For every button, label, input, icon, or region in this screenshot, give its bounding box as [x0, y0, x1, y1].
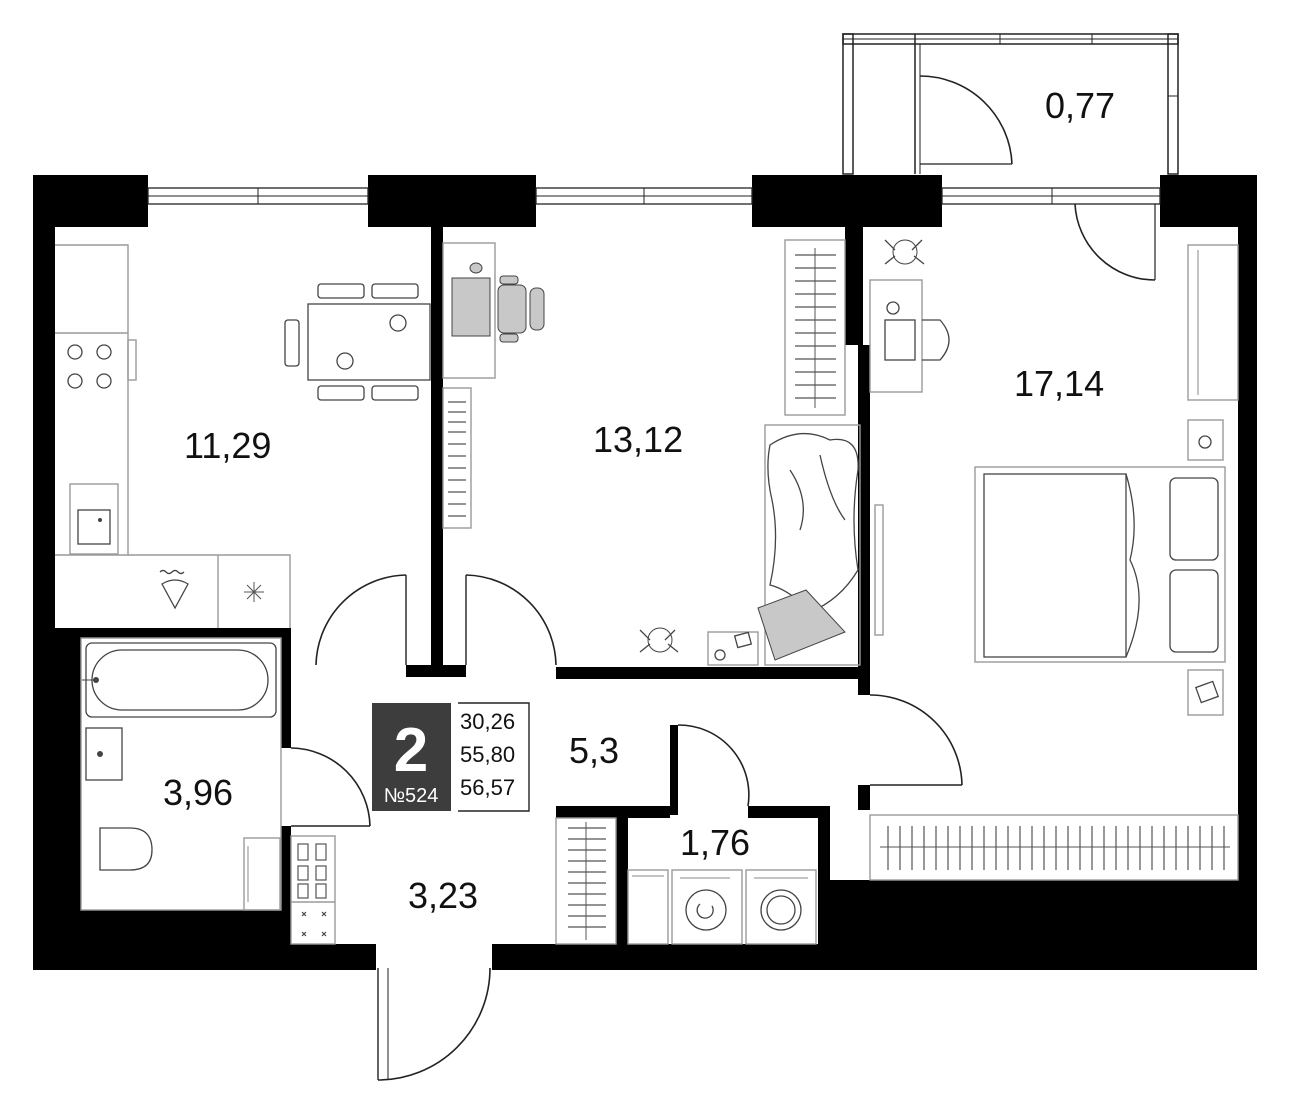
area-bathroom: 3,96: [163, 772, 233, 813]
bedroom-large-furniture: [869, 239, 1239, 881]
area-entrance: 3,23: [408, 875, 478, 916]
room-labels: 11,29 13,12 17,14 0,77 5,3 3,96 3,23 1,7…: [163, 85, 1115, 916]
area-balcony: 0,77: [1045, 85, 1115, 126]
badge-background: [372, 703, 451, 811]
plant-icon: [884, 239, 925, 265]
total-area-with-balcony: 56,57: [460, 775, 515, 800]
dining-table: [284, 283, 431, 401]
kitchen-furniture: [55, 244, 431, 628]
area-laundry: 1,76: [680, 822, 750, 863]
area-kitchen: 11,29: [184, 425, 271, 466]
area-hall: 5,3: [569, 730, 619, 771]
walls: [33, 175, 1257, 970]
window-bedroom-large: [941, 187, 1161, 281]
window-kitchen: [147, 187, 369, 205]
wardrobe-large: [869, 814, 1239, 881]
windows: [147, 187, 1161, 281]
dishwasher-icon: [244, 582, 264, 602]
single-bed: [757, 424, 861, 666]
apartment-number: №524: [384, 785, 439, 807]
doors: [290, 574, 963, 1081]
hall-laundry-furniture: [555, 817, 817, 945]
washing-machine-icon: [671, 869, 743, 945]
wardrobe-small: [784, 239, 846, 416]
bookshelf: [442, 387, 472, 529]
stove-icon: [67, 344, 112, 389]
area-bedroom-small: 13,12: [593, 419, 683, 460]
rooms-count: 2: [394, 716, 428, 785]
sink-icon: [69, 483, 119, 555]
dryer-icon: [745, 869, 817, 945]
bathroom-furniture: [80, 637, 282, 911]
desk-large: [869, 279, 950, 393]
double-bed: [974, 466, 1226, 663]
bedroom-small-furniture: [442, 239, 861, 666]
window-bedroom-small: [535, 187, 753, 205]
office-chair: [497, 275, 545, 343]
entrance-furniture: [290, 835, 336, 945]
balcony: [842, 33, 1179, 175]
apartment-badge: 2 №524 30,26 55,80 56,57: [372, 702, 530, 812]
area-bedroom-large: 17,14: [1014, 363, 1104, 404]
plant-icon: [639, 627, 679, 653]
total-living-area: 30,26: [460, 709, 515, 734]
total-area: 55,80: [460, 742, 515, 767]
